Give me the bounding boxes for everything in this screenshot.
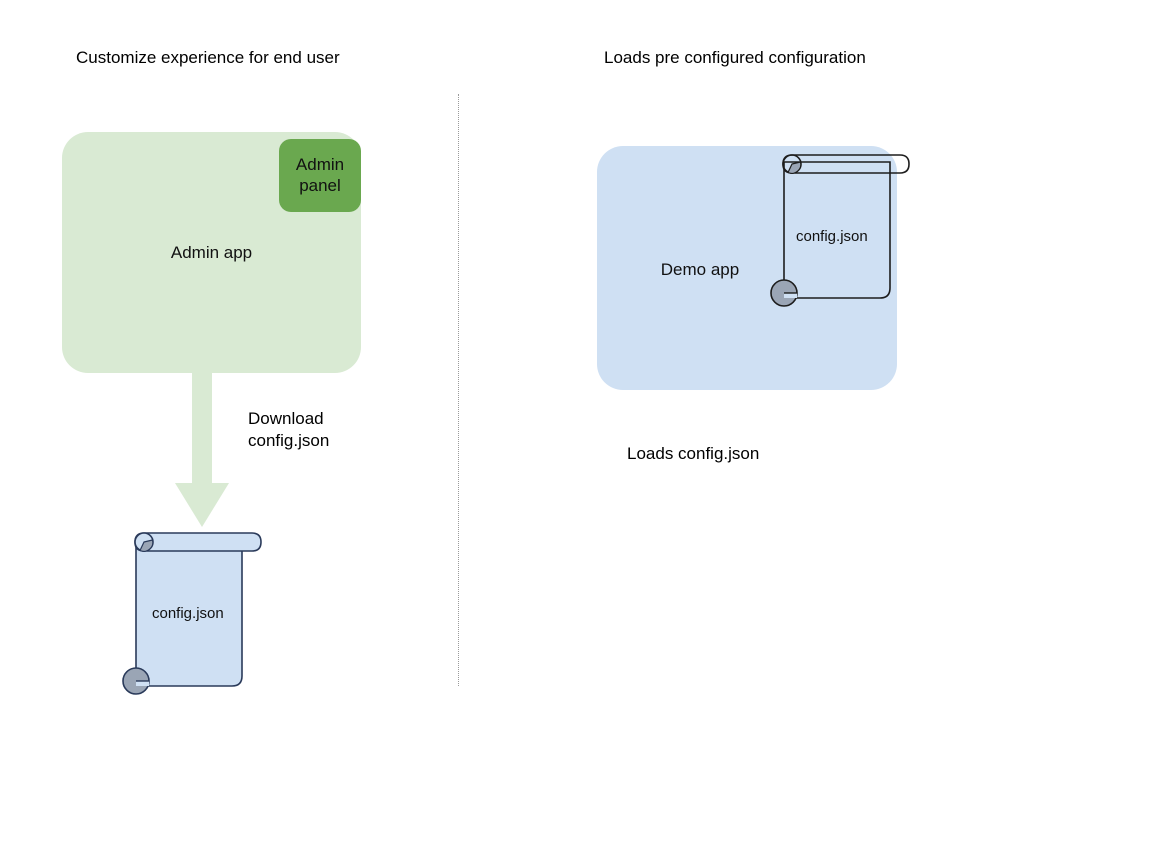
demo-app-box[interactable]: Demo app [597,146,897,390]
document-body [783,161,891,299]
column-divider [458,94,459,686]
right-column-heading: Loads pre configured configuration [604,48,866,67]
admin-panel-label: Admin panel [295,155,345,196]
config-json-document-right[interactable]: config.json [766,150,916,314]
download-arrow [172,368,232,530]
download-arrow-label: Download config.json [248,409,330,451]
left-column-heading: Customize experience for end user [76,48,340,67]
config-json-label-left: config.json [152,605,224,622]
demo-app-label: Demo app [660,260,740,279]
document-top-curl-shade [139,539,154,552]
document-top-roll [134,532,262,552]
document-top-curl-shade [787,161,802,174]
config-json-document-left[interactable]: config.json [118,528,268,695]
document-bottom-curl-notch [784,293,797,298]
loads-config-caption: Loads config.json [627,444,760,463]
document-bottom-curl-notch [136,681,149,686]
arrow-shape [175,368,229,527]
document-body [135,539,243,687]
admin-app-label: Admin app [170,243,253,262]
admin-panel-box[interactable]: Admin panel [279,139,361,212]
config-json-label-right: config.json [796,228,868,245]
